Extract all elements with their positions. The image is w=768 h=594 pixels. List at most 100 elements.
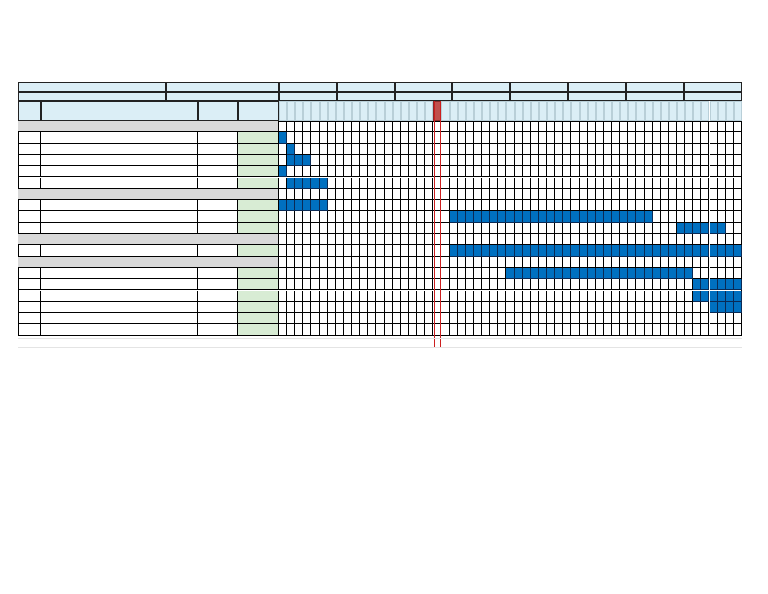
day-cell[interactable] — [319, 154, 328, 167]
day-cell[interactable] — [717, 166, 726, 178]
day-cell[interactable] — [571, 166, 580, 178]
day-cell[interactable] — [335, 301, 344, 314]
day-cell[interactable] — [482, 279, 491, 291]
day-cell[interactable] — [457, 143, 466, 155]
day-cell[interactable] — [400, 267, 409, 280]
day-cell[interactable] — [636, 324, 645, 336]
day-cell[interactable] — [360, 200, 369, 212]
day-cell[interactable] — [603, 301, 613, 314]
day-cell[interactable] — [482, 324, 491, 336]
day-cell[interactable] — [408, 234, 418, 246]
day-cell[interactable] — [603, 279, 613, 291]
day-cell[interactable] — [303, 267, 312, 280]
day-cell[interactable] — [652, 256, 661, 268]
day-cell[interactable] — [579, 200, 588, 212]
day-cell[interactable] — [376, 166, 385, 178]
day-cell[interactable] — [465, 154, 474, 167]
task-bar-segment[interactable] — [709, 301, 718, 314]
day-cell[interactable] — [327, 222, 336, 234]
task-task-cell[interactable] — [41, 222, 198, 234]
task-bar-segment[interactable] — [530, 211, 539, 223]
day-cell[interactable] — [482, 290, 491, 302]
day-cell[interactable] — [441, 154, 450, 167]
day-cell[interactable] — [685, 132, 694, 144]
day-cell[interactable] — [709, 177, 718, 189]
day-cell[interactable] — [417, 290, 426, 302]
day-cell[interactable] — [311, 245, 320, 257]
day-cell[interactable] — [392, 279, 401, 291]
day-cell[interactable] — [563, 256, 572, 268]
day-cell[interactable] — [400, 279, 409, 291]
task-id-cell[interactable] — [18, 132, 41, 144]
day-cell[interactable] — [733, 200, 742, 212]
day-cell[interactable] — [295, 211, 304, 223]
day-cell[interactable] — [441, 313, 450, 325]
day-cell[interactable] — [408, 166, 418, 178]
day-cell[interactable] — [725, 267, 734, 280]
day-cell[interactable] — [319, 290, 328, 302]
day-cell[interactable] — [701, 234, 710, 246]
day-cell[interactable] — [392, 211, 401, 223]
day-cell[interactable] — [612, 166, 621, 178]
day-cell[interactable] — [595, 188, 604, 201]
day-cell[interactable] — [368, 234, 377, 246]
day-cell[interactable] — [733, 324, 742, 336]
day-cell[interactable] — [400, 290, 409, 302]
task-bar-segment[interactable] — [717, 279, 726, 291]
day-cell[interactable] — [538, 222, 548, 234]
day-cell[interactable] — [563, 154, 572, 167]
day-cell[interactable] — [563, 166, 572, 178]
task-bar-segment[interactable] — [303, 154, 312, 167]
day-cell[interactable] — [368, 188, 377, 201]
day-cell[interactable] — [603, 188, 613, 201]
day-cell[interactable] — [449, 234, 458, 246]
day-cell[interactable] — [384, 211, 393, 223]
day-cell[interactable] — [636, 177, 645, 189]
day-cell[interactable] — [660, 166, 669, 178]
day-cell[interactable] — [595, 154, 604, 167]
day-cell[interactable] — [701, 132, 710, 144]
task-task-cell[interactable] — [41, 177, 198, 189]
day-cell[interactable] — [733, 256, 742, 268]
day-cell[interactable] — [360, 177, 369, 189]
day-cell[interactable] — [555, 301, 564, 314]
day-cell[interactable] — [693, 143, 702, 155]
day-cell[interactable] — [668, 154, 677, 167]
day-cell[interactable] — [668, 188, 677, 201]
day-cell[interactable] — [384, 188, 393, 201]
day-cell[interactable] — [384, 313, 393, 325]
day-cell[interactable] — [400, 121, 409, 133]
day-cell[interactable] — [506, 222, 515, 234]
task-bar-segment[interactable] — [506, 211, 515, 223]
day-cell[interactable] — [733, 143, 742, 155]
day-cell[interactable] — [473, 279, 483, 291]
day-cell[interactable] — [279, 279, 288, 291]
day-cell[interactable] — [636, 279, 645, 291]
day-cell[interactable] — [360, 132, 369, 144]
day-cell[interactable] — [335, 290, 344, 302]
day-cell[interactable] — [400, 143, 409, 155]
day-cell[interactable] — [457, 188, 466, 201]
day-cell[interactable] — [417, 132, 426, 144]
task-bar-segment[interactable] — [725, 245, 734, 257]
day-cell[interactable] — [547, 121, 556, 133]
day-cell[interactable] — [660, 256, 669, 268]
day-cell[interactable] — [579, 256, 588, 268]
day-cell[interactable] — [733, 234, 742, 246]
task-bar-segment[interactable] — [490, 245, 499, 257]
day-cell[interactable] — [725, 143, 734, 155]
day-cell[interactable] — [279, 222, 288, 234]
day-cell[interactable] — [595, 200, 604, 212]
day-cell[interactable] — [384, 200, 393, 212]
task-task-cell[interactable] — [41, 143, 198, 155]
day-cell[interactable] — [652, 234, 661, 246]
day-cell[interactable] — [441, 200, 450, 212]
day-cell[interactable] — [538, 121, 548, 133]
task-bar-segment[interactable] — [555, 245, 564, 257]
day-cell[interactable] — [352, 256, 361, 268]
day-cell[interactable] — [449, 132, 458, 144]
day-cell[interactable] — [392, 301, 401, 314]
day-cell[interactable] — [652, 290, 661, 302]
day-cell[interactable] — [408, 222, 418, 234]
day-cell[interactable] — [473, 324, 483, 336]
